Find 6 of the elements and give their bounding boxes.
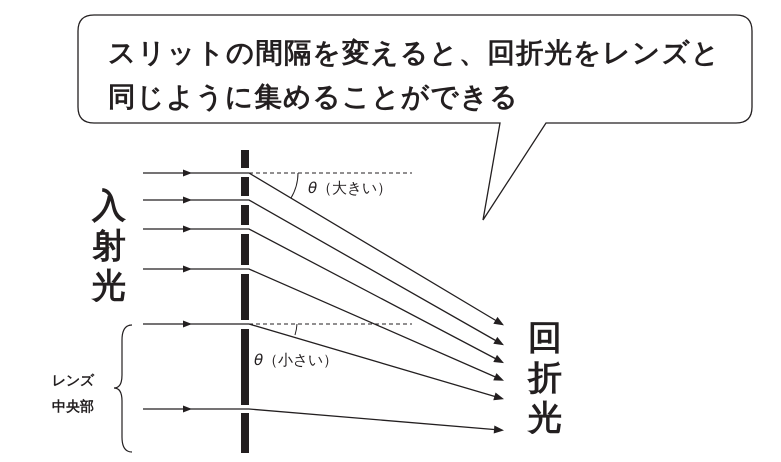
side-label: 回折光 [528,318,563,438]
side-label: 入射光 [92,186,127,306]
side-label: レンズ中央部 [52,372,96,417]
callout-text: スリットの間隔を変えると、回折光をレンズと同じように集めることができる [108,36,722,115]
angle-label: θ（小さい） [254,350,340,370]
angle-label: θ（大きい） [308,178,394,198]
